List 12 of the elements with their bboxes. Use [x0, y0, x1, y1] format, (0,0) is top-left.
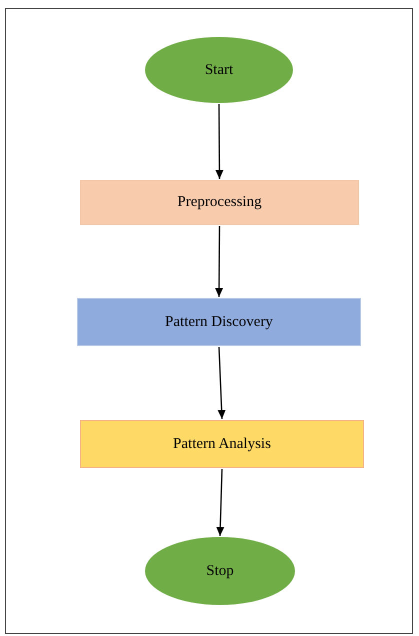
node-label: Stop [206, 562, 234, 581]
arrow [216, 468, 224, 536]
process-box [80, 420, 364, 468]
node-label: Pattern Discovery [165, 312, 273, 332]
arrow [215, 226, 224, 297]
node-label: Pattern Analysis [173, 434, 271, 454]
node-label: Preprocessing [177, 193, 262, 212]
process-box [77, 298, 361, 346]
node-label: Start [204, 60, 234, 80]
process-box [80, 180, 359, 225]
arrow [218, 346, 226, 420]
arrow [215, 104, 224, 179]
